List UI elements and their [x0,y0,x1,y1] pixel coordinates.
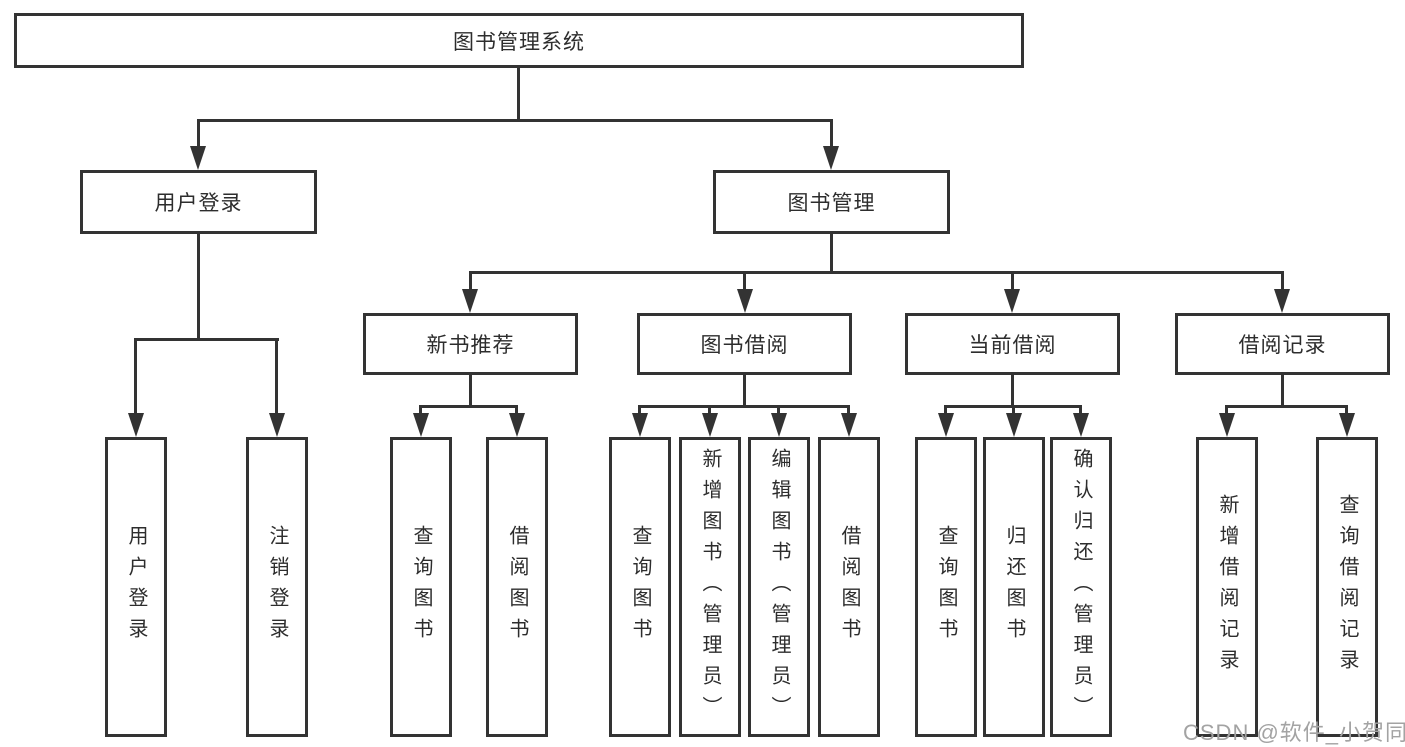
leaf-borrow-book-recommend: 借阅图书 [486,437,548,737]
node-current-borrow: 当前借阅 [905,313,1120,375]
connector-leaf [1345,405,1348,415]
connector-level3-splitter [469,271,1284,274]
node-book-borrow: 图书借阅 [637,313,852,375]
arrow-down-icon [413,413,429,437]
connector-current-stem [1011,375,1014,408]
arrow-down-icon [1274,289,1290,313]
connector-to-leaf-logout [275,338,278,414]
arrow-down-icon [509,413,525,437]
connector-new-book-stem [469,375,472,408]
connector-to-new-book [469,271,472,291]
connector-user-login-splitter [134,338,279,341]
leaf-query-book-current: 查询图书 [915,437,977,737]
node-root-library-system: 图书管理系统 [14,13,1024,68]
arrow-down-icon [1219,413,1235,437]
node-new-book-recommend: 新书推荐 [363,313,578,375]
connector-leaf [944,405,947,415]
leaf-add-book-admin: 新增图书（管理员） [679,437,741,737]
connector-to-current [1011,271,1014,291]
node-book-management: 图书管理 [713,170,950,234]
leaf-query-book-recommend: 查询图书 [390,437,452,737]
arrow-down-icon [1004,289,1020,313]
arrow-down-icon [128,413,144,437]
leaf-borrow-book: 借阅图书 [818,437,880,737]
connector-borrow-splitter [638,405,850,408]
node-user-login: 用户登录 [80,170,317,234]
connector-leaf [708,405,711,415]
connector-to-borrow [743,271,746,291]
arrow-down-icon [737,289,753,313]
node-borrow-record: 借阅记录 [1175,313,1390,375]
leaf-query-borrow-record: 查询借阅记录 [1316,437,1378,737]
connector-record-splitter [1225,405,1348,408]
connector-to-user-login [197,119,200,146]
connector-leaf [515,405,518,415]
leaf-edit-book-admin: 编辑图书（管理员） [748,437,810,737]
arrow-down-icon [1073,413,1089,437]
arrow-down-icon [702,413,718,437]
arrow-down-icon [269,413,285,437]
connector-leaf [638,405,641,415]
connector-root-stem [517,68,520,121]
connector-leaf [1225,405,1228,415]
connector-leaf [847,405,850,415]
arrow-down-icon [1339,413,1355,437]
arrow-down-icon [771,413,787,437]
connector-record-stem [1281,375,1284,408]
connector-leaf [1012,405,1015,415]
arrow-down-icon [1006,413,1022,437]
arrow-down-icon [462,289,478,313]
connector-borrow-stem [743,375,746,408]
connector-to-record [1281,271,1284,291]
connector-to-book-mgmt [830,119,833,146]
connector-level2-splitter [198,119,833,122]
arrow-down-icon [190,146,206,170]
leaf-return-book: 归还图书 [983,437,1045,737]
arrow-down-icon [632,413,648,437]
connector-leaf [1079,405,1082,415]
csdn-watermark: CSDN @软件_小贺同学 [1183,720,1405,745]
leaf-confirm-return-admin: 确认归还（管理员） [1050,437,1112,737]
connector-user-login-stem [197,234,200,340]
connector-leaf [777,405,780,415]
connector-new-book-splitter [419,405,518,408]
leaf-add-borrow-record: 新增借阅记录 [1196,437,1258,737]
arrow-down-icon [938,413,954,437]
connector-leaf [419,405,422,415]
connector-book-mgmt-stem [830,234,833,274]
leaf-query-book-borrow: 查询图书 [609,437,671,737]
leaf-logout: 注销登录 [246,437,308,737]
connector-to-leaf-login [134,338,137,414]
leaf-user-login: 用户登录 [105,437,167,737]
arrow-down-icon [823,146,839,170]
arrow-down-icon [841,413,857,437]
